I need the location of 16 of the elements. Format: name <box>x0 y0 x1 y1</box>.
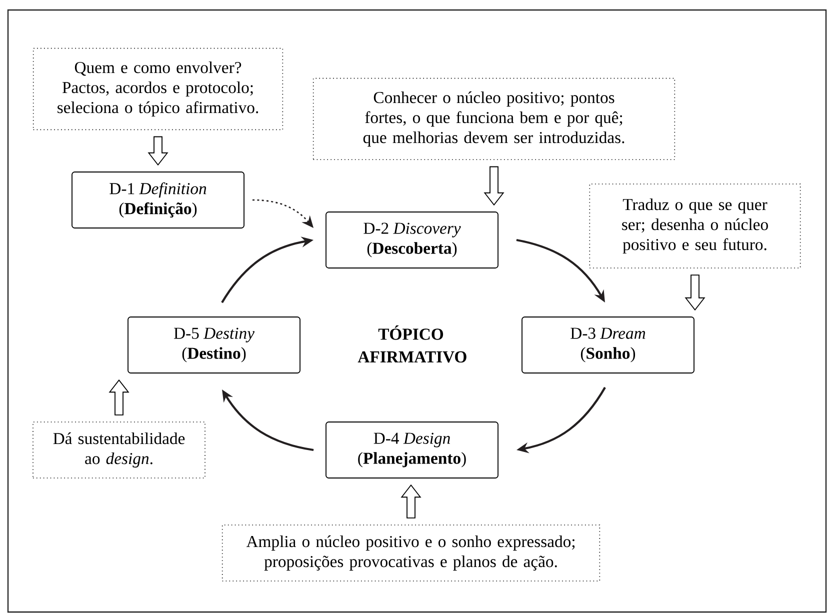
block-arrow <box>484 166 504 206</box>
block-arrow <box>684 274 706 311</box>
note-box: Traduz o que se quer ser; desenha o núcleo positivo e seu futuro. <box>589 184 801 268</box>
note-box: Dá sustentabilidade ao design. <box>32 422 206 478</box>
stage-box: D-5 Destiny (Destino) <box>128 316 300 374</box>
stage-box: D-4 Design (Planejamento) <box>326 422 498 478</box>
stage-box: D-1 Definition (Definição) <box>72 172 244 228</box>
note-box: Amplia o núcleo positivo e o sonho expressado; proposições provocativas e planos de ação. <box>222 524 600 582</box>
block-arrow <box>108 379 130 416</box>
stage-box: D-2 Discovery (Descoberta) <box>326 212 498 268</box>
note-box: Conhecer o núcleo positivo; pontos fortes, o que funciona bem e por quê; que melhorias devem ser introduzidas. <box>312 78 676 160</box>
stage-box: D-3 Dream (Sonho) <box>522 316 694 374</box>
block-arrow <box>400 484 422 518</box>
block-arrow <box>148 136 168 166</box>
center-label: TÓPICO AFIRMATIVO <box>358 325 466 363</box>
note-box: Quem e como envolver? Pactos, acordos e protocolo; seleciona o tópico afirmativo. <box>32 48 284 130</box>
